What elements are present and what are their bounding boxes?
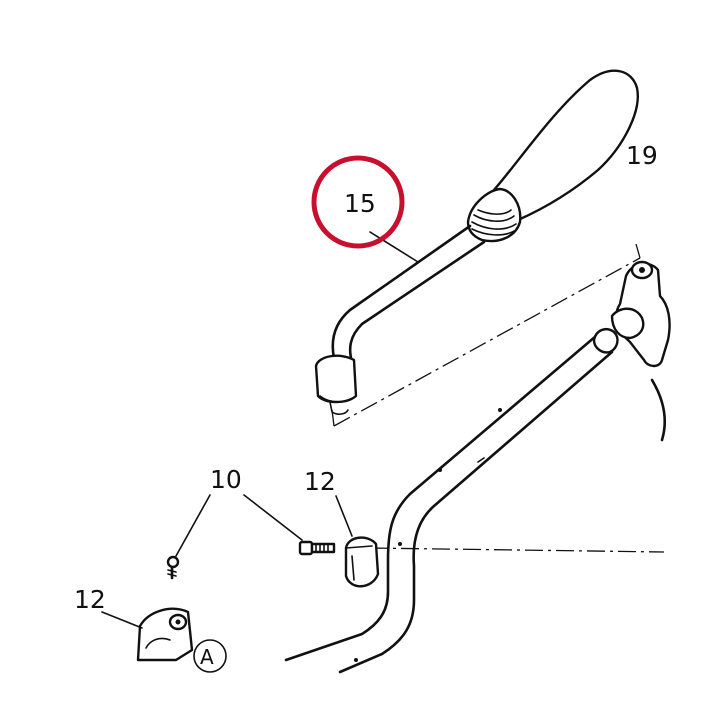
highlight-circle <box>311 155 405 249</box>
reference-circle-a: A <box>193 639 227 673</box>
alignment-lines <box>331 243 665 553</box>
callout-12-left: 12 <box>74 585 106 614</box>
callout-12-center: 12 <box>304 467 336 496</box>
handlebar[interactable] <box>284 328 619 674</box>
reference-label-a: A <box>200 645 214 669</box>
small-screw[interactable] <box>166 555 180 580</box>
leader-lines <box>101 231 419 629</box>
callout-19: 19 <box>626 141 658 170</box>
mirror-head[interactable] <box>492 69 639 222</box>
bolt[interactable] <box>298 540 336 556</box>
callout-10: 10 <box>210 465 242 494</box>
left-clamp-bracket[interactable] <box>136 607 194 662</box>
clamp-bracket[interactable] <box>344 536 380 588</box>
callout-15: 15 <box>344 189 376 218</box>
lever-clamp-assembly[interactable] <box>610 260 671 442</box>
